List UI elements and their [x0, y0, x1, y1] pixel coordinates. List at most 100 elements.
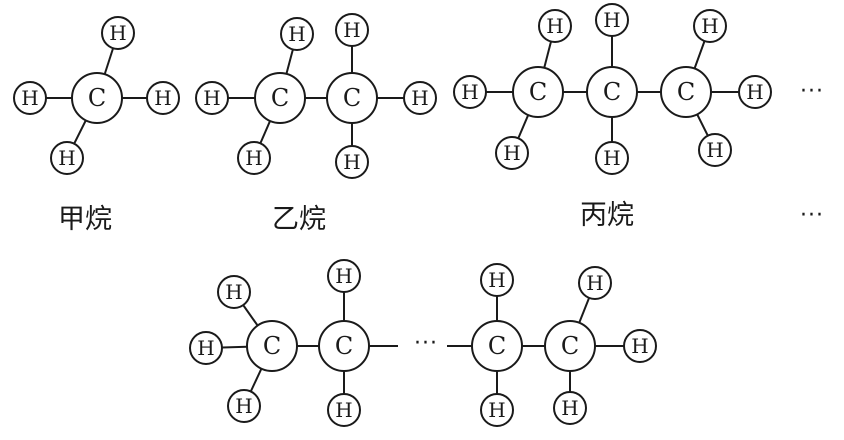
- propane-hydrogen-5: H: [595, 141, 629, 175]
- propane-carbon-3-symbol: C: [677, 78, 695, 106]
- ethane-hydrogen-2: H: [195, 81, 229, 115]
- ethane-carbon-1: C: [254, 72, 306, 124]
- methane-carbon-1-symbol: C: [88, 84, 106, 112]
- long-chain-left-hydrogen-2: H: [189, 331, 223, 365]
- long-chain-right-hydrogen-5-symbol: H: [561, 396, 578, 420]
- methane-hydrogen-2-circle: [13, 81, 47, 115]
- long-chain-left-hydrogen-5-symbol: H: [335, 398, 352, 422]
- ethane-carbon-2-symbol: C: [343, 84, 361, 112]
- propane-hydrogen-7-symbol: H: [746, 80, 763, 104]
- long-chain-left-carbon-1-symbol: C: [263, 332, 281, 360]
- ellipsis-top-right: ···: [800, 79, 824, 104]
- propane-hydrogen-6: H: [693, 9, 727, 43]
- propane-hydrogen-2: H: [453, 75, 487, 109]
- propane-carbon-2-circle: [586, 66, 638, 118]
- long-chain-right-hydrogen-2: H: [480, 393, 514, 427]
- long-chain-left-hydrogen-4: H: [327, 259, 361, 293]
- long-chain-right-carbon-1-symbol: C: [488, 332, 506, 360]
- propane-carbon-1-symbol: C: [529, 78, 547, 106]
- propane-hydrogen-1-circle: [538, 9, 572, 43]
- propane-hydrogen-6-circle: [693, 9, 727, 43]
- methane-hydrogen-4: H: [50, 141, 84, 175]
- long-chain-right-hydrogen-4: H: [623, 329, 657, 363]
- long-chain-left-carbon-1: C: [246, 320, 298, 372]
- propane-carbon-1-circle: [512, 66, 564, 118]
- ethane-hydrogen-4: H: [335, 13, 369, 47]
- propane-hydrogen-1-symbol: H: [546, 14, 563, 38]
- ethane-hydrogen-1-circle: [280, 17, 314, 51]
- label-methane: 甲烷: [58, 204, 112, 235]
- ethane-hydrogen-3-circle: [237, 141, 271, 175]
- propane-carbon-3: C: [660, 66, 712, 118]
- propane-hydrogen-2-circle: [453, 75, 487, 109]
- propane-carbon-2-symbol: C: [603, 78, 621, 106]
- propane-hydrogen-5-symbol: H: [603, 146, 620, 170]
- methane-hydrogen-4-symbol: H: [58, 146, 75, 170]
- propane-hydrogen-8: H: [698, 133, 732, 167]
- propane-hydrogen-3-circle: [495, 136, 529, 170]
- long-chain-left-hydrogen-5-circle: [327, 393, 361, 427]
- label-propane: 丙烷: [580, 200, 634, 231]
- long-chain-right-hydrogen-1: H: [480, 263, 514, 297]
- long-chain-left-hydrogen-3-symbol: H: [235, 394, 252, 418]
- long-chain-left-carbon-1-circle: [246, 320, 298, 372]
- label-ethane: 乙烷: [272, 204, 326, 235]
- long-chain-right-hydrogen-4-circle: [623, 329, 657, 363]
- long-chain-right-hydrogen-3: H: [578, 266, 612, 300]
- long-chain-left-hydrogen-3: H: [227, 389, 261, 423]
- ethane-hydrogen-5-symbol: H: [411, 86, 428, 110]
- ethane-hydrogen-5: H: [403, 81, 437, 115]
- methane-hydrogen-1: H: [101, 16, 135, 50]
- methane-hydrogen-4-circle: [50, 141, 84, 175]
- ethane-hydrogen-4-symbol: H: [343, 18, 360, 42]
- ethane-carbon-1-circle: [254, 72, 306, 124]
- long-chain-left-carbon-2-circle: [318, 320, 370, 372]
- long-chain-right-carbon-1-circle: [471, 320, 523, 372]
- propane-hydrogen-3: H: [495, 136, 529, 170]
- long-chain-right-carbon-2: C: [544, 320, 596, 372]
- methane-hydrogen-2-symbol: H: [21, 86, 38, 110]
- methane-hydrogen-3-symbol: H: [154, 86, 171, 110]
- methane-hydrogen-1-symbol: H: [109, 21, 126, 45]
- ethane-hydrogen-4-circle: [335, 13, 369, 47]
- propane-hydrogen-8-symbol: H: [706, 138, 723, 162]
- long-chain-left-carbon-2: C: [318, 320, 370, 372]
- long-chain-left-hydrogen-1: H: [217, 275, 251, 309]
- methane-carbon-1: C: [71, 72, 123, 124]
- long-chain-right-carbon-1: C: [471, 320, 523, 372]
- methane-carbon-1-circle: [71, 72, 123, 124]
- ethane-hydrogen-1: H: [280, 17, 314, 51]
- long-chain-left-hydrogen-2-circle: [189, 331, 223, 365]
- propane-hydrogen-7: H: [738, 75, 772, 109]
- long-chain-left-carbon-2-symbol: C: [335, 332, 353, 360]
- long-chain-left-hydrogen-5: H: [327, 393, 361, 427]
- ethane-hydrogen-6-symbol: H: [343, 150, 360, 174]
- long-chain-right-hydrogen-1-symbol: H: [488, 268, 505, 292]
- long-chain-right-carbon-2-symbol: C: [561, 332, 579, 360]
- propane-hydrogen-8-circle: [698, 133, 732, 167]
- propane-carbon-2: C: [586, 66, 638, 118]
- propane-carbon-1: C: [512, 66, 564, 118]
- ethane-hydrogen-6-circle: [335, 145, 369, 179]
- propane-carbon-3-circle: [660, 66, 712, 118]
- ethane-carbon-2-circle: [326, 72, 378, 124]
- ethane-hydrogen-5-circle: [403, 81, 437, 115]
- methane-hydrogen-3-circle: [146, 81, 180, 115]
- propane-hydrogen-4-symbol: H: [603, 8, 620, 32]
- long-chain-right-hydrogen-2-circle: [480, 393, 514, 427]
- ethane-hydrogen-1-symbol: H: [288, 22, 305, 46]
- long-chain-left-hydrogen-3-circle: [227, 389, 261, 423]
- long-chain-right-hydrogen-2-symbol: H: [488, 398, 505, 422]
- long-chain-left-hydrogen-4-circle: [327, 259, 361, 293]
- ethane-carbon-2: C: [326, 72, 378, 124]
- methane-hydrogen-2: H: [13, 81, 47, 115]
- ethane-hydrogen-2-circle: [195, 81, 229, 115]
- long-chain-right-hydrogen-3-symbol: H: [586, 271, 603, 295]
- long-chain-right-hydrogen-4-symbol: H: [631, 334, 648, 358]
- ethane-hydrogen-3: H: [237, 141, 271, 175]
- long-chain-right-hydrogen-3-circle: [578, 266, 612, 300]
- propane-hydrogen-4-circle: [595, 3, 629, 37]
